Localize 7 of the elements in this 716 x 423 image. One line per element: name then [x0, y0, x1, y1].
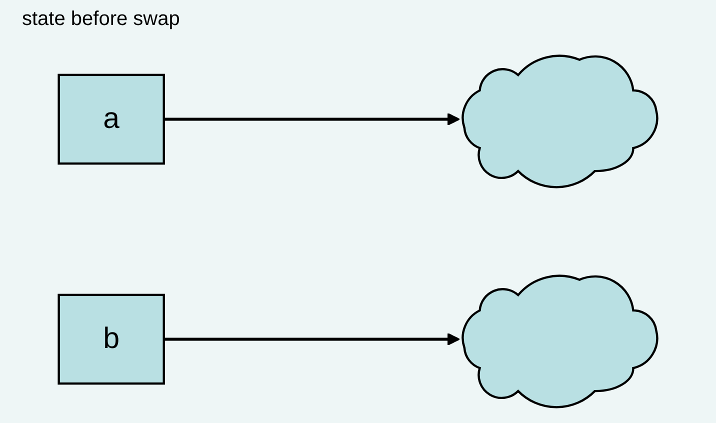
- node-box: a: [58, 74, 165, 165]
- node-cloud: [462, 274, 658, 408]
- arrow: [164, 332, 460, 346]
- diagram-title: state before swap: [22, 8, 180, 31]
- arrow: [164, 112, 460, 126]
- node-cloud: [462, 54, 658, 188]
- node-box: b: [58, 294, 165, 385]
